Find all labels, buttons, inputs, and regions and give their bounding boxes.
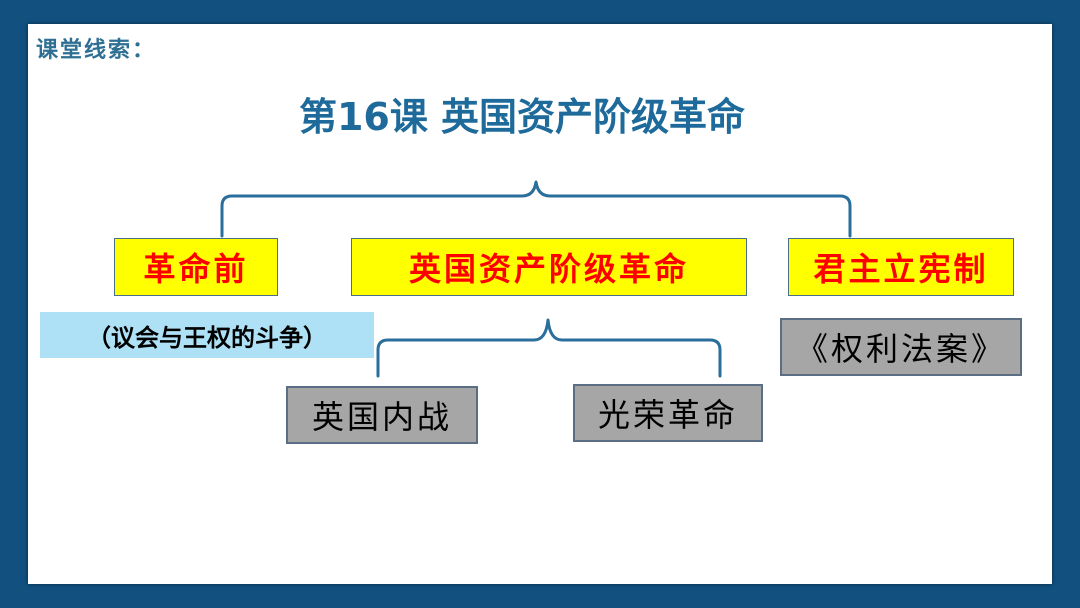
lesson-title: 第16课 英国资产阶级革命 <box>298 95 746 139</box>
clue-label: 课堂线索： <box>36 37 157 63</box>
slide: 课堂线索： 第16课 英国资产阶级革命 革命前 英国资产阶级革命 君主立宪制 （… <box>28 24 1052 584</box>
bracket-lines <box>220 180 852 378</box>
event-glorious-revolution: 光荣革命 <box>573 384 763 442</box>
event-civil-war: 英国内战 <box>286 386 478 444</box>
branch-constitutional-monarchy: 君主立宪制 <box>788 238 1014 296</box>
top-bracket <box>220 180 852 238</box>
sub-bracket <box>376 318 722 378</box>
branch-bourgeois-revolution: 英国资产阶级革命 <box>351 238 747 296</box>
branch-before-revolution: 革命前 <box>114 238 278 296</box>
note-parliament-struggle: （议会与王权的斗争） <box>40 312 374 358</box>
note-bill-of-rights: 《权利法案》 <box>780 318 1022 376</box>
